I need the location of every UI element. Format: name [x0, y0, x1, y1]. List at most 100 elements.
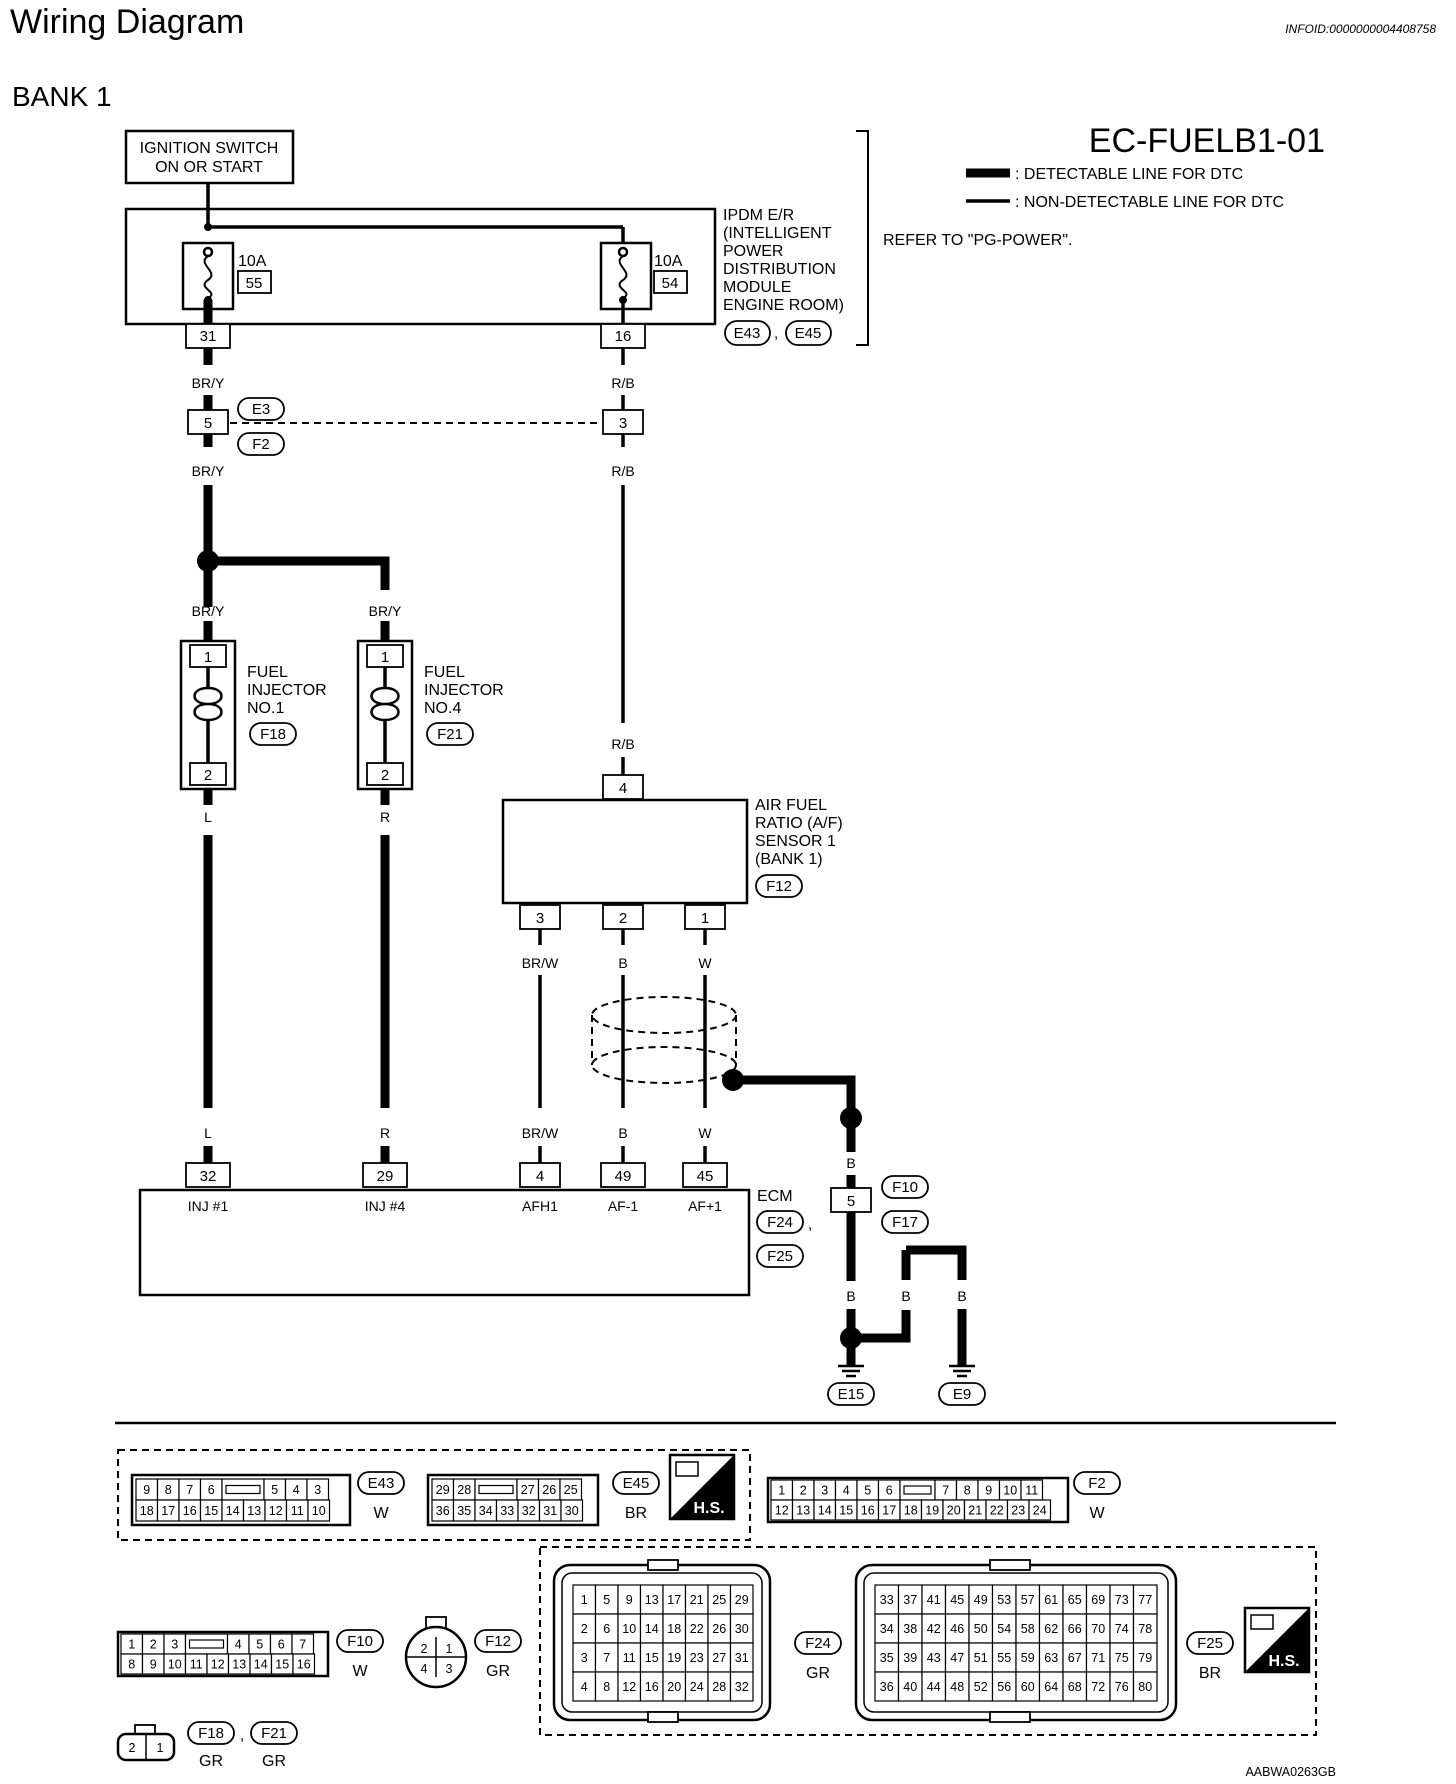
f25-pin: 44 — [927, 1680, 941, 1694]
f21-id: F21 — [261, 1725, 287, 1742]
joint-conn-e3: E3 — [252, 401, 270, 418]
f10-pin: 1 — [128, 1638, 135, 1652]
ignition-line2: ON OR START — [155, 159, 263, 176]
wire-label-rb-2: R/B — [611, 463, 634, 479]
f25-pin: 48 — [950, 1680, 964, 1694]
f24-pin: 7 — [603, 1651, 610, 1665]
legend-detectable: : DETECTABLE LINE FOR DTC — [1015, 166, 1243, 183]
ground-icon: E15 — [827, 1364, 875, 1406]
e45-pin: 29 — [436, 1483, 450, 1497]
f24-pin: 1 — [581, 1593, 588, 1607]
f2-pin: 7 — [942, 1484, 949, 1498]
f24-pin: 32 — [735, 1680, 749, 1694]
f25-pin: 52 — [974, 1680, 988, 1694]
f24-pin: 24 — [690, 1680, 704, 1694]
joint-pin-3: 3 — [619, 415, 627, 432]
f24-pin: 23 — [690, 1651, 704, 1665]
f12-id: F12 — [485, 1633, 511, 1650]
f12-pin-1: 1 — [446, 1642, 453, 1656]
wire-label-r-2: R — [380, 1125, 390, 1141]
inj1-line2: INJECTOR — [247, 682, 327, 699]
f10-pin: 6 — [278, 1638, 285, 1652]
f18-id: F18 — [198, 1725, 224, 1742]
svg-text:,: , — [808, 1216, 812, 1233]
f25-pin: 79 — [1138, 1651, 1152, 1665]
bank-label: BANK 1 — [12, 81, 112, 112]
svg-text:,: , — [240, 1727, 244, 1744]
f25-pin: 37 — [903, 1593, 917, 1607]
hs-label-2: H.S. — [1268, 1653, 1299, 1670]
f24-pin: 21 — [690, 1593, 704, 1607]
f25-pin: 60 — [1021, 1680, 1035, 1694]
wire-label-b-2: B — [618, 1125, 627, 1141]
af-sensor: 4 3 2 1 AIR FUEL RATIO (A/F) SENSOR 1 (B… — [501, 774, 843, 930]
f25-pin: 49 — [974, 1593, 988, 1607]
fuel-injector-1: 1 2 FUEL INJECTOR NO.1 F18 — [179, 639, 327, 791]
f25-pin: 57 — [1021, 1593, 1035, 1607]
f24-pin: 13 — [645, 1593, 659, 1607]
f2-pin: 16 — [861, 1504, 875, 1518]
wire-label-b-5: B — [901, 1288, 910, 1304]
e45-pin: 28 — [457, 1483, 471, 1497]
f10-pin: 13 — [232, 1658, 246, 1672]
af-pin-3: 3 — [536, 910, 544, 927]
f25-pin: 56 — [997, 1680, 1011, 1694]
joint-conn-f2: F2 — [252, 436, 270, 453]
inj4-line2: INJECTOR — [424, 682, 504, 699]
wire-label-l-1: L — [204, 809, 212, 825]
f25-pin: 33 — [880, 1593, 894, 1607]
ground-conn-f17: F17 — [892, 1214, 918, 1231]
f25-pin: 70 — [1091, 1622, 1105, 1636]
inj1-line3: NO.1 — [247, 700, 284, 717]
fuse-55-rating: 10A — [238, 253, 267, 270]
af-pin-4: 4 — [619, 780, 627, 797]
f24-pin: 12 — [622, 1680, 636, 1694]
f2-color: W — [1089, 1505, 1105, 1522]
f10-cell — [292, 1653, 316, 1675]
f12-pin-3: 3 — [446, 1662, 453, 1676]
ecm-label-af-plus: AF+1 — [688, 1198, 722, 1214]
f25-pin: 62 — [1044, 1622, 1058, 1636]
f25-pin: 55 — [997, 1651, 1011, 1665]
f25-pin: 68 — [1068, 1680, 1082, 1694]
wire-label-rb-3: R/B — [611, 736, 634, 752]
af-pin-2: 2 — [619, 910, 627, 927]
f2-pin: 23 — [1011, 1504, 1025, 1518]
f12-pin-2: 2 — [421, 1642, 428, 1656]
f2-pin: 21 — [968, 1504, 982, 1518]
connector-f25: 3334353637383940414243444546474849505152… — [854, 1559, 1234, 1723]
wire-label-bry-3: BR/Y — [192, 603, 225, 619]
ground-conn-f10: F10 — [892, 1179, 918, 1196]
f25-pin: 40 — [903, 1680, 917, 1694]
f25-pin: 66 — [1068, 1622, 1082, 1636]
inj4-pin-2: 2 — [381, 767, 389, 784]
f2-pin: 24 — [1033, 1504, 1047, 1518]
legend-non-detectable: : NON-DETECTABLE LINE FOR DTC — [1015, 194, 1284, 211]
ecm-label-afh1: AFH1 — [522, 1198, 558, 1214]
f2-pin: 4 — [843, 1484, 850, 1498]
f2-pin: 2 — [800, 1484, 807, 1498]
f25-id: F25 — [1197, 1635, 1223, 1652]
f10-key — [188, 1639, 225, 1649]
f24-pin: 19 — [667, 1651, 681, 1665]
f24-pin: 5 — [603, 1593, 610, 1607]
f2-pin: 8 — [964, 1484, 971, 1498]
wire-label-w-1: W — [698, 955, 712, 971]
f25-pin: 75 — [1115, 1651, 1129, 1665]
af-line1: AIR FUEL — [755, 797, 827, 814]
inj1-pin-1: 1 — [204, 649, 212, 666]
f2-pin: 1 — [778, 1484, 785, 1498]
e43-pin: 9 — [143, 1483, 150, 1497]
e43-pin: 17 — [161, 1504, 175, 1518]
f2-pin: 22 — [990, 1504, 1004, 1518]
wire-label-b-4: B — [846, 1288, 855, 1304]
f2-pin: 3 — [821, 1484, 828, 1498]
e43-pin: 14 — [226, 1504, 240, 1518]
ipdm-line6: ENGINE ROOM) — [723, 297, 844, 314]
ground-e15: E15 — [838, 1386, 865, 1403]
f24-pin: 3 — [581, 1651, 588, 1665]
ground-icon: E9 — [938, 1364, 986, 1406]
f25-pin: 39 — [903, 1651, 917, 1665]
wire-label-l-2: L — [204, 1125, 212, 1141]
